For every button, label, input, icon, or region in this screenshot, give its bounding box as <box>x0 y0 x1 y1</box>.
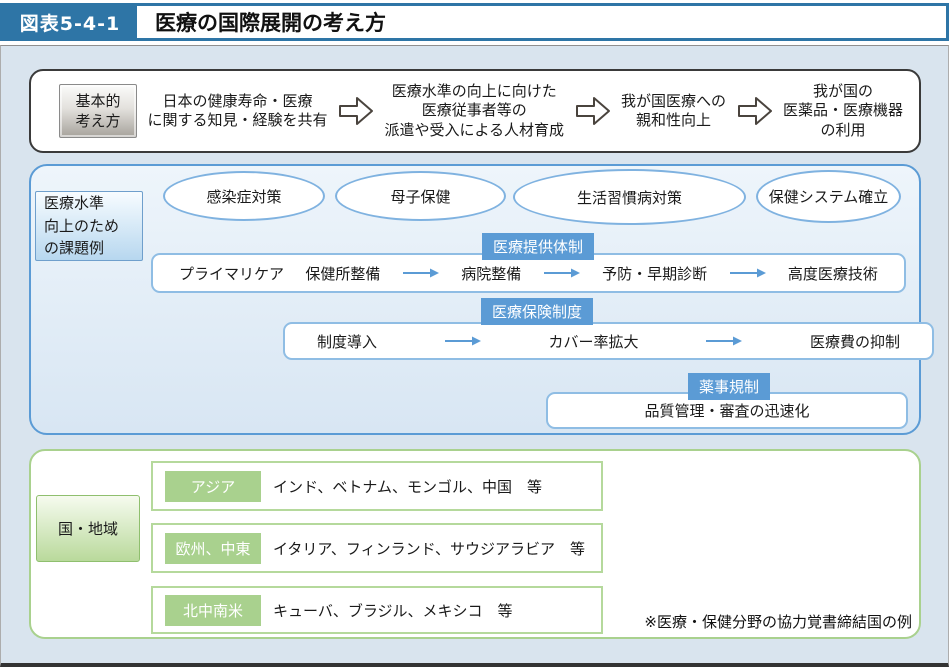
tasks-panel-label: 医療水準 向上のため の課題例 <box>35 191 143 261</box>
arrow-right-icon <box>444 336 481 346</box>
task-ellipse-maternal-child: 母子保健 <box>335 171 506 221</box>
insurance-item: 医療費の抑制 <box>809 332 900 351</box>
arrow-right-icon <box>543 268 580 278</box>
region-tag: アジア <box>165 470 261 502</box>
provision-item: 予防・早期診断 <box>602 264 708 283</box>
basic-approach-label: 基本的 考え方 <box>59 84 137 138</box>
medical-insurance-row: 制度導入 カバー率拡大 医療費の抑制 <box>283 322 934 360</box>
task-ellipse-lifestyle-disease: 生活習慣病対策 <box>513 169 746 225</box>
insurance-item: カバー率拡大 <box>548 332 639 351</box>
tasks-panel: 医療水準 向上のため の課題例 感染症対策 母子保健 生活習慣病対策 保健システ… <box>29 164 934 435</box>
region-tag: 北中南米 <box>165 594 261 626</box>
region-row-europe-middle-east: 欧州、中東 イタリア、フィンランド、サウジアラビア 等 <box>151 523 603 573</box>
figure-title: 医療の国際展開の考え方 <box>155 11 386 35</box>
region-tag: 欧州、中東 <box>165 532 261 564</box>
regions-panel-label: 国・地域 <box>36 495 140 562</box>
region-countries: キューバ、ブラジル、メキシコ 等 <box>273 601 513 620</box>
arrow-right-icon <box>729 268 766 278</box>
provision-item: プライマリケア <box>179 264 285 283</box>
insurance-item: 制度導入 <box>317 332 378 351</box>
flow-arrow-icon <box>575 97 610 125</box>
basic-approach-panel: 基本的 考え方 日本の健康寿命・医療 に関する知見・経験を共有 医療水準の向上に… <box>29 69 921 153</box>
arrow-right-icon <box>706 336 743 346</box>
flow-step-4: 我が国の 医薬品・医療機器 の利用 <box>782 81 903 139</box>
tag-medical-provision: 医療提供体制 <box>482 233 595 260</box>
arrow-right-icon <box>402 268 439 278</box>
regions-footnote: ※医療・保健分野の協力覚書締結国の例 <box>644 613 912 631</box>
region-row-americas: 北中南米 キューバ、ブラジル、メキシコ 等 <box>151 586 603 634</box>
flow-arrow-icon <box>338 97 373 125</box>
tag-pharmaceutical-regulation: 薬事規制 <box>688 373 771 400</box>
figure-content: 基本的 考え方 日本の健康寿命・医療 に関する知見・経験を共有 医療水準の向上に… <box>0 45 949 667</box>
region-row-asia: アジア インド、ベトナム、モンゴル、中国 等 <box>151 461 603 511</box>
flow-step-2: 医療水準の向上に向けた 医療従事者等の 派遣や受入による人材育成 <box>384 81 565 139</box>
regions-panel: 国・地域 アジア インド、ベトナム、モンゴル、中国 等 欧州、中東 イタリア、フ… <box>29 449 921 639</box>
provision-item: 高度医療技術 <box>787 264 878 283</box>
flow-arrow-icon <box>737 97 772 125</box>
flow-step-3: 我が国医療への 親和性向上 <box>621 91 727 130</box>
region-countries: インド、ベトナム、モンゴル、中国 等 <box>273 477 542 496</box>
provision-item: 病院整備 <box>461 264 522 283</box>
flow-step-1: 日本の健康寿命・医療 に関する知見・経験を共有 <box>147 91 328 130</box>
task-ellipse-infection: 感染症対策 <box>163 171 325 221</box>
provision-item: 保健所整備 <box>305 264 381 283</box>
figure-header: 図表5-4-1 医療の国際展開の考え方 <box>0 3 949 41</box>
region-countries: イタリア、フィンランド、サウジアラビア 等 <box>273 539 586 558</box>
pharma-item: 品質管理・審査の迅速化 <box>644 402 810 420</box>
figure-number-badge: 図表5-4-1 <box>3 6 137 38</box>
task-ellipse-health-system: 保健システム確立 <box>756 170 901 223</box>
tag-medical-insurance: 医療保険制度 <box>481 298 594 325</box>
